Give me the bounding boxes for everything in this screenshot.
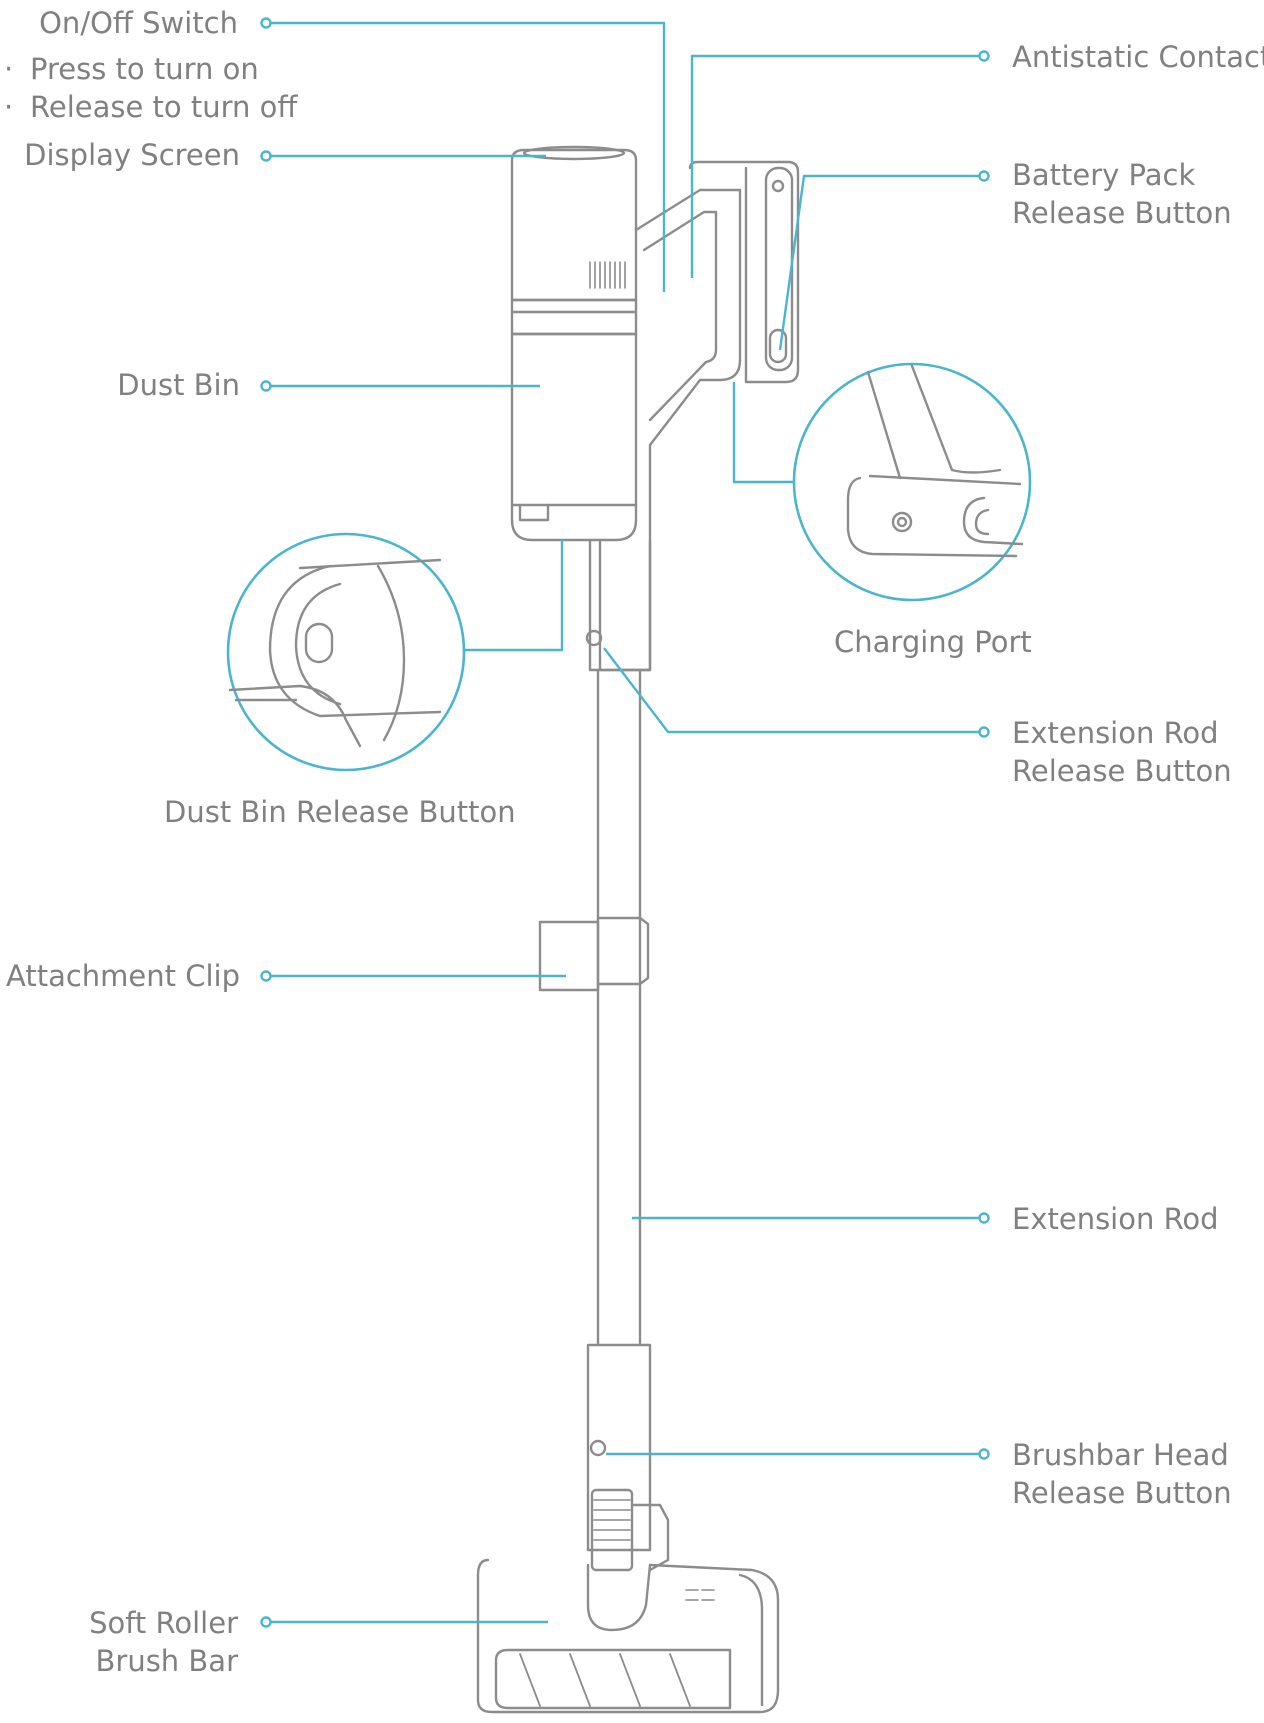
brush-head	[476, 1558, 780, 1714]
display-screen-top	[522, 145, 626, 161]
label-attachment-clip: Attachment Clip	[6, 959, 240, 993]
label-extension-release: Extension Rod Release Button	[1012, 716, 1232, 788]
vent-grille	[589, 261, 626, 289]
leader-battery-release	[778, 174, 984, 351]
lower-tube	[586, 1343, 652, 1552]
label-on-off-switch: On/Off Switch	[39, 6, 238, 40]
label-soft-roller: Soft Roller Brush Bar	[89, 1606, 238, 1678]
leader-charging-port	[732, 382, 794, 484]
label-display-screen: Display Screen	[24, 138, 240, 172]
label-charging-port: Charging Port	[834, 625, 1032, 659]
label-release-off: ·Release to turn off	[4, 90, 298, 124]
label-press-on: ·Press to turn on	[4, 52, 259, 86]
cyclone-ring	[510, 298, 638, 336]
soft-roller-shape	[494, 1648, 732, 1710]
label-battery-release: Battery Pack Release Button	[1012, 158, 1232, 230]
label-antistatic-contact: Antistatic Contact	[1012, 40, 1264, 74]
battery-pack	[688, 160, 800, 384]
display-head	[510, 148, 638, 302]
dust-bin-body	[510, 332, 638, 542]
label-extension-rod: Extension Rod	[1012, 1202, 1219, 1236]
handle-frame	[598, 188, 742, 672]
dust-bin-release-detail	[226, 532, 466, 772]
bullet-dot-icon: ·	[4, 90, 14, 124]
leader-extension-release	[603, 647, 984, 734]
leader-on-off	[266, 21, 666, 292]
leader-dust-bin-release	[464, 540, 564, 652]
neck-joint	[590, 1488, 634, 1572]
extension-rod-shape	[596, 668, 642, 1347]
label-dust-bin-release: Dust Bin Release Button	[164, 795, 516, 829]
leader-antistatic	[690, 54, 984, 278]
rod-release-button-shape	[585, 629, 603, 647]
label-dust-bin: Dust Bin	[117, 368, 240, 402]
bullet-dot-icon: ·	[4, 52, 14, 86]
charging-port-detail	[792, 362, 1032, 602]
label-brushbar-release: Brushbar Head Release Button	[1012, 1438, 1232, 1510]
attachment-clip-shape	[538, 920, 600, 992]
